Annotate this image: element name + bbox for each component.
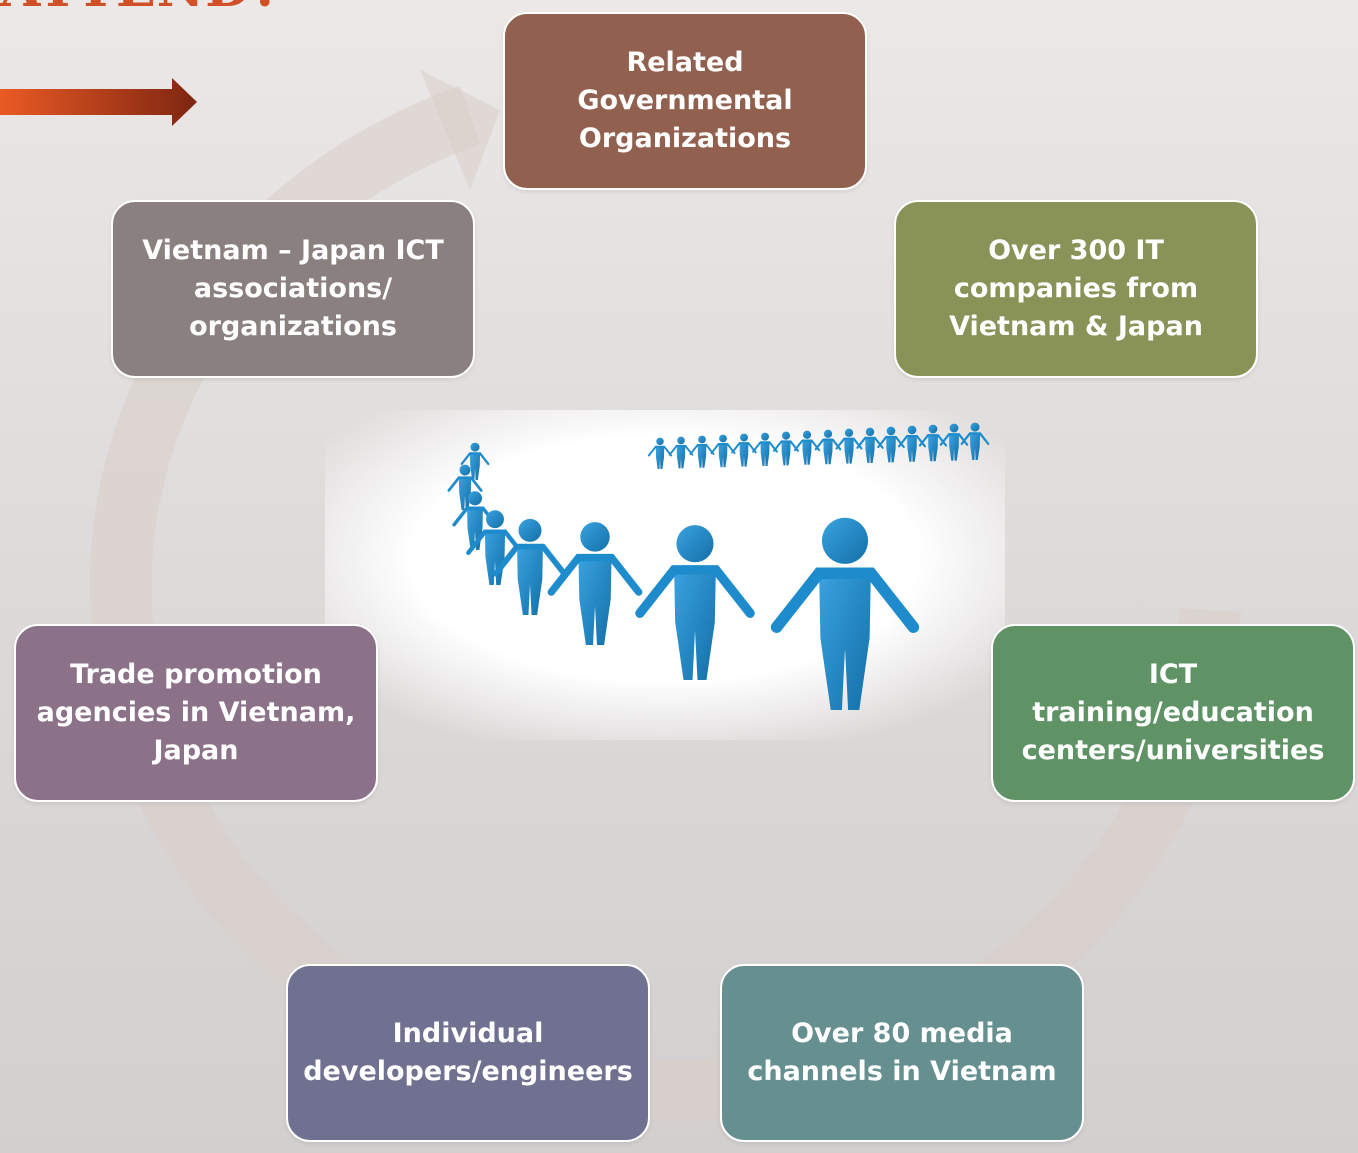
node-label: ICT training/education centers/universit… [1021, 659, 1325, 766]
person-figure [689, 435, 715, 468]
node-label: Related Governmental Organizations [577, 47, 793, 154]
node-trade-promotion-agencies: Trade promotion agencies in Vietnam, Jap… [14, 624, 378, 802]
people-holding-hands-image [325, 410, 1005, 740]
node-label: Over 300 IT companies from Vietnam & Jap… [949, 235, 1203, 342]
right-arrow-icon [0, 78, 197, 126]
person-figure [939, 423, 969, 461]
person-figure [547, 522, 643, 645]
person-figure [752, 432, 778, 466]
node-ict-associations: Vietnam – Japan ICT associations/ organi… [111, 200, 475, 378]
slide-title-fragment: ATTEND? [0, 0, 283, 19]
person-figure [814, 429, 842, 465]
person-figure [460, 442, 490, 480]
person-figure [918, 424, 948, 462]
person-figure [647, 437, 673, 469]
person-figure [898, 425, 926, 462]
node-related-governmental-organizations: Related Governmental Organizations [503, 12, 867, 190]
node-label: Trade promotion agencies in Vietnam, Jap… [36, 659, 356, 766]
person-figure [960, 422, 990, 460]
person-figure [710, 434, 736, 468]
person-figure [466, 510, 524, 585]
node-label: Over 80 media channels in Vietnam [747, 1018, 1057, 1087]
person-figure [793, 430, 821, 465]
node-individual-developers: Individual developers/engineers [286, 964, 650, 1142]
node-label: Individual developers/engineers [303, 1018, 633, 1087]
person-figure [447, 464, 483, 510]
person-figure [877, 426, 905, 463]
person-figure [635, 525, 755, 680]
person-figure [856, 427, 884, 463]
node-media-channels: Over 80 media channels in Vietnam [720, 964, 1084, 1142]
person-figure [492, 518, 568, 615]
node-ict-training-centers: ICT training/education centers/universit… [991, 624, 1355, 802]
node-label: Vietnam – Japan ICT associations/ organi… [142, 235, 444, 342]
person-figure [731, 433, 757, 467]
node-it-companies: Over 300 IT companies from Vietnam & Jap… [894, 200, 1258, 378]
person-figure [772, 431, 800, 466]
person-figure [835, 428, 863, 464]
person-figure [668, 436, 694, 469]
person-figure [770, 517, 920, 710]
